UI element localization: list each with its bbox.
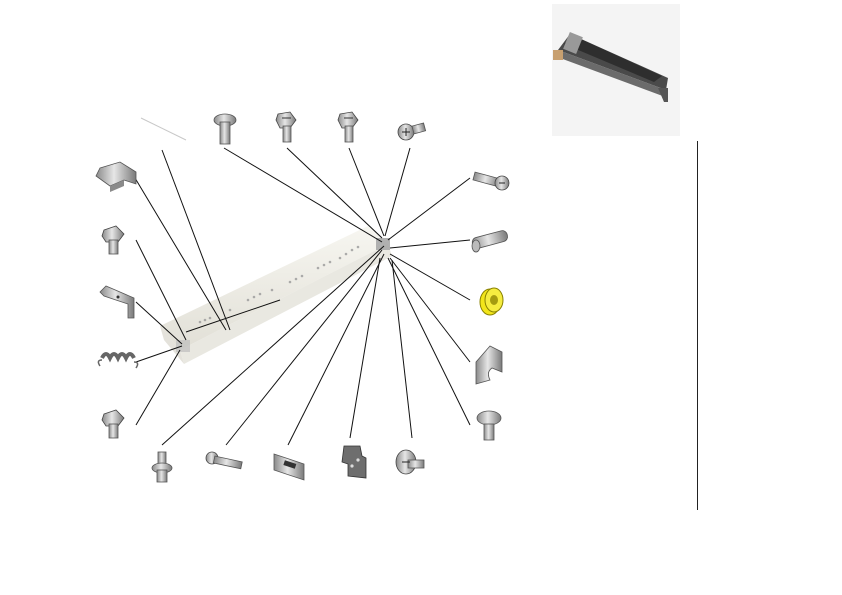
screw-phillips-icon [395, 449, 425, 475]
roller-icon [479, 287, 504, 316]
faint-reference-line [140, 117, 187, 141]
screw-long-icon [472, 171, 510, 191]
clip-icon [475, 345, 503, 385]
screw-hex-head-icon [337, 111, 359, 143]
bracket-plate-icon [341, 445, 367, 479]
vertical-divider [697, 141, 698, 510]
leader-lines [134, 147, 471, 446]
screw-phillips-icon [397, 122, 427, 141]
screw-hex-head-icon [101, 409, 125, 439]
screw-shoulder-icon [151, 451, 173, 483]
assembly-thumbnail [552, 4, 680, 136]
spring-icon [97, 352, 139, 369]
screw-large-head-icon [213, 113, 237, 145]
bracket-icon [95, 161, 137, 192]
bracket-angle-icon [99, 285, 135, 319]
screw-long-icon [205, 451, 243, 470]
screw-flange-icon [476, 410, 502, 441]
pin-icon [471, 230, 508, 253]
screw-hex-head-icon [101, 225, 125, 255]
screw-hex-head-icon [275, 111, 297, 143]
plate-icon [273, 453, 305, 481]
rail-assembly-thumbnail-image [553, 32, 668, 102]
